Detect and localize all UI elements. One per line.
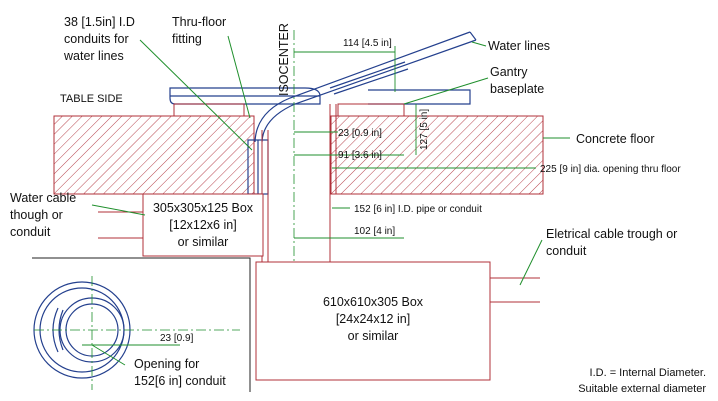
dim-152: 152 [6 in] I.D. pipe or conduit <box>354 204 482 215</box>
note-id: I.D. = Internal Diameter.Suitable extern… <box>578 367 706 395</box>
dim-91: 91 [3.6 in] <box>338 150 382 161</box>
label-box-small: 305x305x125 Box[12x12x6 in]or similar <box>153 201 254 249</box>
dim-23b: 23 [0.9] <box>160 333 194 344</box>
label-table-side: TABLE SIDE <box>60 93 123 105</box>
label-water-lines: Water lines <box>488 39 550 53</box>
label-box-large: 610x610x305 Box[24x24x12 in]or similar <box>323 295 424 343</box>
detail-inset-frame <box>32 257 251 392</box>
label-isocenter: ISOCENTER <box>277 23 291 96</box>
gantry-baseplate <box>169 87 321 105</box>
small-box <box>142 193 264 257</box>
large-box <box>255 261 491 381</box>
dim-114: 114 [4.5 in] <box>343 38 392 49</box>
dim-225: 225 [9 in] dia. opening thru floor <box>540 164 681 175</box>
dim-102: 102 [4 in] <box>354 226 395 237</box>
dim-23: 23 [0.9 in] <box>338 128 382 139</box>
water-lines <box>254 31 471 143</box>
label-concrete-floor: Concrete floor <box>576 132 655 146</box>
dim-127: 127 [5 in] <box>419 109 430 150</box>
concrete-slab-left <box>53 115 255 195</box>
